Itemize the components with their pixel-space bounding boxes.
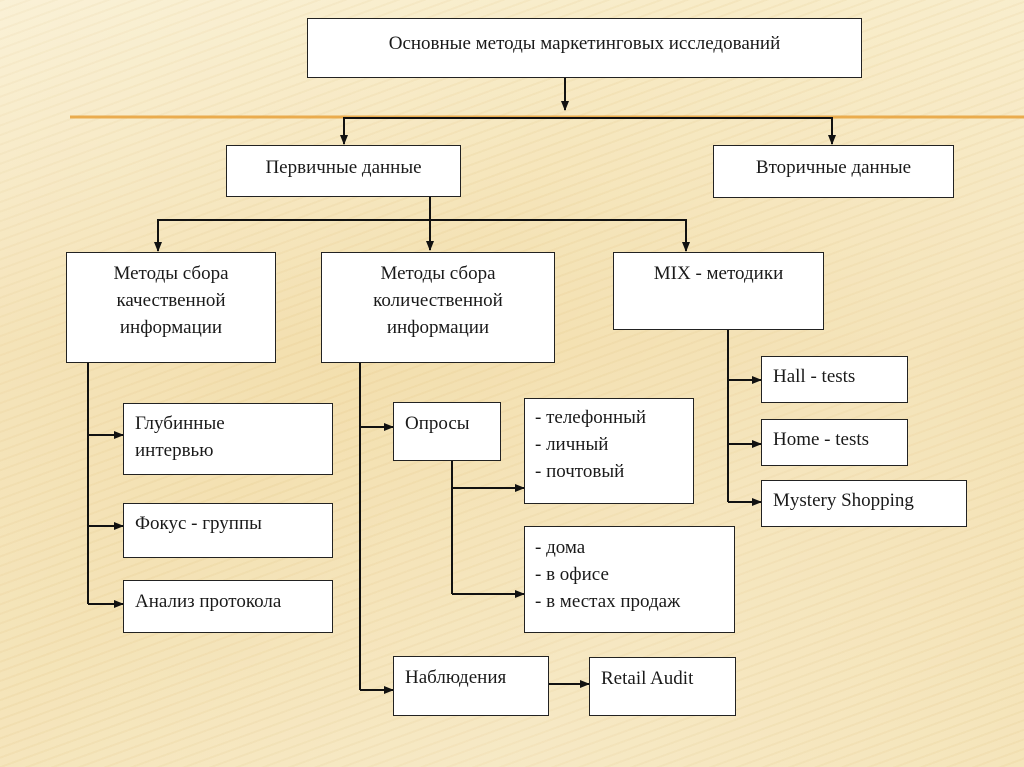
survey-types-box: - телефонный - личный - почтовый: [524, 398, 694, 504]
secondary-data-box: Вторичные данные: [713, 145, 954, 198]
mix-methods-text: MIX - методики: [653, 263, 784, 284]
observations-box: Наблюдения: [393, 656, 549, 716]
surveys-text: Опросы: [405, 413, 470, 434]
primary-data-box: Первичные данные: [226, 145, 461, 197]
quantitative-methods-box: Методы сбора количественной информации: [321, 252, 555, 363]
level2-branch: [343, 117, 833, 144]
quantitative-line-2: количественной: [373, 290, 503, 311]
focus-groups-box: Фокус - группы: [123, 503, 333, 558]
quantitative-line-3: информации: [386, 317, 490, 338]
primary-data-text: Первичные данные: [265, 157, 422, 178]
quantitative-line-1: Методы сбора: [380, 263, 496, 284]
home-tests-box: Home - tests: [761, 419, 908, 466]
survey-place-home: - дома: [535, 537, 586, 558]
mystery-shopping-text: Mystery Shopping: [773, 490, 914, 511]
observations-text: Наблюдения: [405, 667, 507, 688]
title-box: Основные методы маркетинговых исследован…: [307, 18, 862, 78]
level3-branch: [157, 219, 687, 250]
survey-place-office: - в офисе: [535, 564, 609, 585]
surveys-box: Опросы: [393, 402, 501, 461]
deep-interview-line-1: Глубинные: [135, 413, 225, 434]
survey-type-personal: - личный: [535, 434, 609, 455]
home-tests-text: Home - tests: [773, 429, 870, 450]
retail-audit-text: Retail Audit: [601, 668, 694, 689]
hall-tests-box: Hall - tests: [761, 356, 908, 403]
mystery-shopping-box: Mystery Shopping: [761, 480, 967, 527]
survey-places-box: - дома - в офисе - в местах продаж: [524, 526, 735, 633]
retail-audit-box: Retail Audit: [589, 657, 736, 716]
title-text: Основные методы маркетинговых исследован…: [388, 33, 781, 54]
mix-methods-box: MIX - методики: [613, 252, 824, 330]
qualitative-line-1: Методы сбора: [113, 263, 229, 284]
deep-interview-box: Глубинные интервью: [123, 403, 333, 475]
qualitative-line-3: информации: [119, 317, 223, 338]
survey-type-phone: - телефонный: [535, 407, 647, 428]
protocol-analysis-text: Анализ протокола: [135, 591, 282, 612]
survey-place-store: - в местах продаж: [535, 591, 681, 612]
secondary-data-text: Вторичные данные: [755, 157, 912, 178]
focus-groups-text: Фокус - группы: [135, 513, 262, 534]
hall-tests-text: Hall - tests: [773, 366, 856, 387]
survey-type-mail: - почтовый: [535, 461, 625, 482]
deep-interview-line-2: интервью: [135, 440, 214, 461]
qualitative-line-2: качественной: [116, 290, 226, 311]
protocol-analysis-box: Анализ протокола: [123, 580, 333, 633]
qualitative-methods-box: Методы сбора качественной информации: [66, 252, 276, 363]
